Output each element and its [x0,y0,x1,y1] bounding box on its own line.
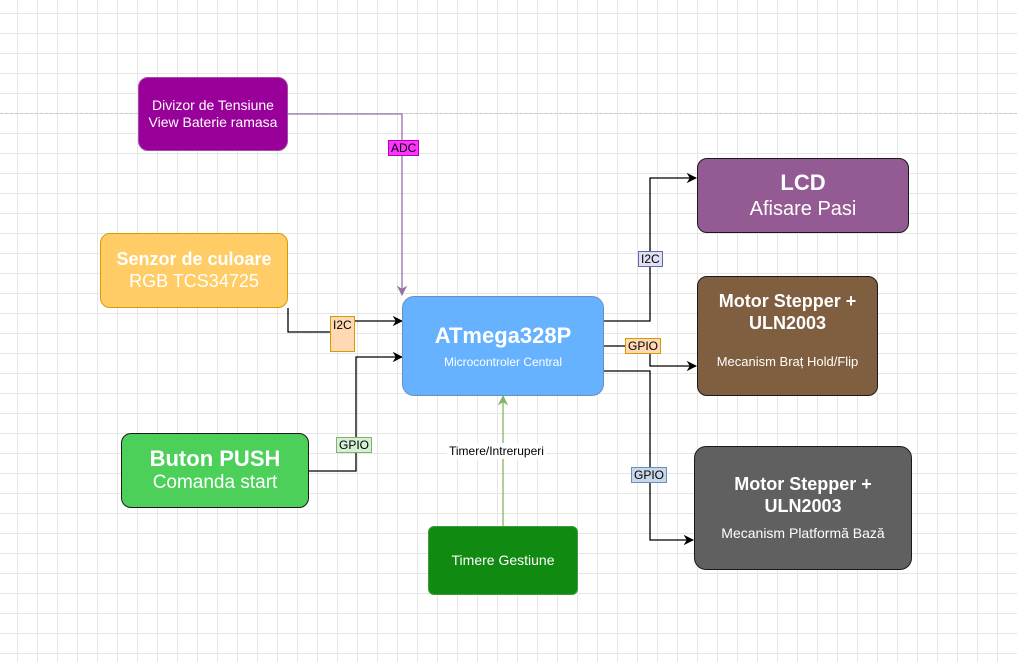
edge-label-i2c-sensor: I2C [330,316,355,352]
motor1-line3: Mecanism Braț Hold/Flip [716,354,859,370]
buton-line1: Buton PUSH [149,445,281,471]
buton-line2: Comanda start [152,472,278,494]
edge-label-i2c-lcd: I2C [638,251,663,267]
senzor-culoare-node[interactable]: Senzor de culoare RGB TCS34725 [100,233,288,308]
lcd-node[interactable]: LCD Afisare Pasi [697,158,909,233]
timere-gestiune-node[interactable]: Timere Gestiune [428,526,578,595]
edge-adc [288,113,408,297]
edge-gpio-motor2 [604,370,695,546]
timere-line1: Timere Gestiune [451,552,555,569]
motor-stepper-platforma-node[interactable]: Motor Stepper + ULN2003 Mecanism Platfor… [694,446,912,570]
motor1-line2: ULN2003 [748,312,827,333]
lcd-line2: Afisare Pasi [749,197,857,220]
motor2-line2: ULN2003 [764,495,842,516]
mcu-line1: ATmega328P [434,322,572,348]
senzor-line1: Senzor de culoare [116,248,272,269]
edge-i2c-lcd [604,172,698,322]
divizor-line1: Divizor de Tensiune [152,97,274,114]
mcu-atmega-node[interactable]: ATmega328P Microcontroler Central [402,296,604,396]
edge-label-gpio-button: GPIO [336,437,373,453]
motor2-line1: Motor Stepper + [734,474,872,494]
edge-label-timere-intreruperi: Timere/Intreruperi [447,443,546,459]
page-divider-dashed [0,113,1017,114]
divizor-tensiune-node[interactable]: Divizor de Tensiune View Baterie ramasa [138,77,288,151]
edge-label-gpio-motor2: GPIO [631,467,668,483]
lcd-line1: LCD [780,170,826,196]
senzor-line2: RGB TCS34725 [129,270,259,291]
motor-stepper-brat-node[interactable]: Motor Stepper + ULN2003 Mecanism Braț Ho… [697,276,878,396]
edge-gpio-button [309,351,404,472]
motor1-line1: Motor Stepper + [718,291,857,311]
divizor-line2: View Baterie ramasa [148,114,278,130]
mcu-line2: Microcontroler Central [443,355,563,369]
motor2-line3: Mecanism Platformă Bază [721,525,885,542]
edge-label-gpio-motor1: GPIO [625,338,662,354]
buton-push-node[interactable]: Buton PUSH Comanda start [121,433,309,508]
edge-label-adc: ADC [388,140,420,156]
